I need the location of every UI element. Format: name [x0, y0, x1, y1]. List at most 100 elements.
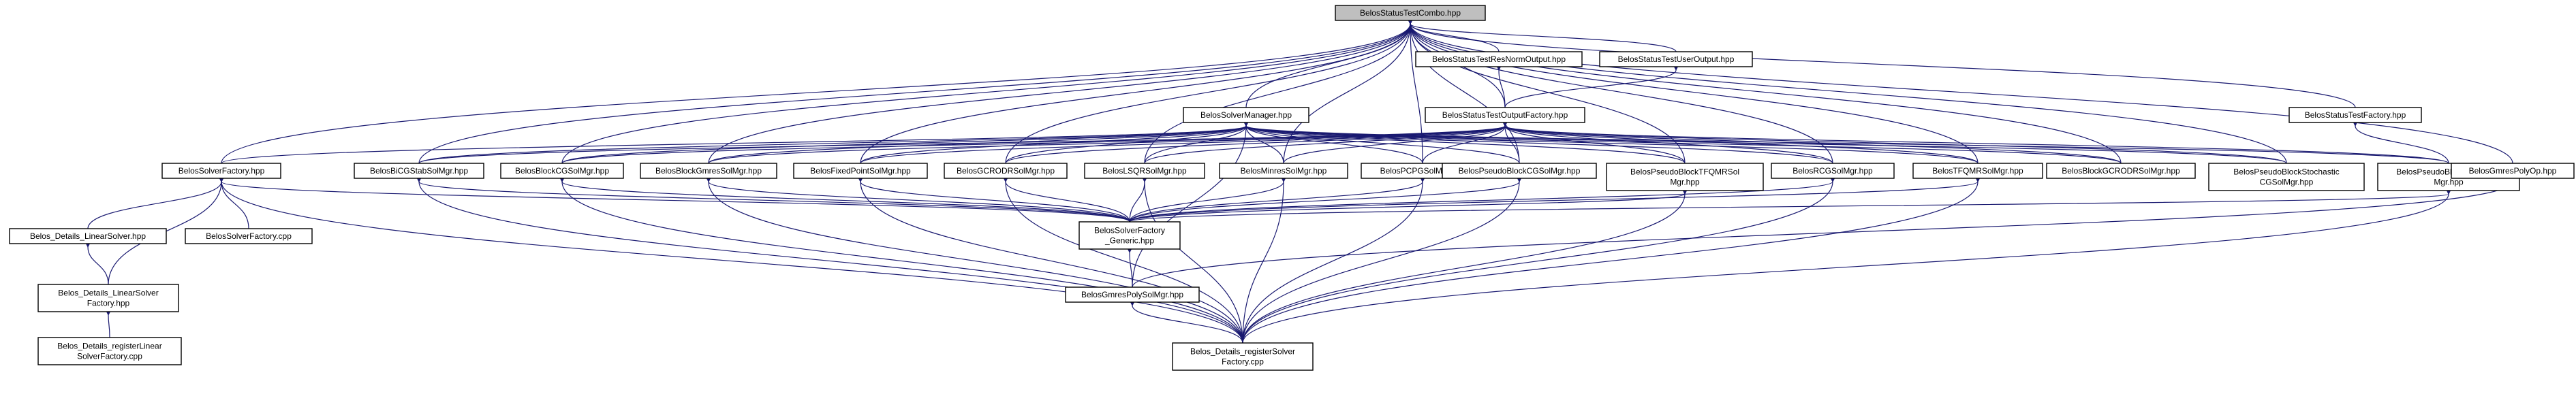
- node-resnorm[interactable]: BelosStatusTestResNormOutput.hpp: [1415, 51, 1583, 67]
- node-lsqr[interactable]: BelosLSQRSolMgr.hpp: [1084, 163, 1205, 179]
- edge-outputfactory-to-blockgcrodr: [1501, 119, 2122, 164]
- edge-root-to-blockgcrodr: [1406, 17, 2122, 164]
- node-box: [1335, 5, 1486, 21]
- node-layer: BelosStatusTestCombo.hppBelosStatusTestR…: [9, 5, 2575, 371]
- node-gmrespoly[interactable]: BelosGmresPolySolMgr.hpp: [1065, 286, 1200, 303]
- edge-gcrodr-to-registersolver: [1002, 175, 1243, 344]
- node-gmrespolyop[interactable]: BelosGmresPolyOp.hpp: [2451, 163, 2575, 179]
- node-minres[interactable]: BelosMinresSolMgr.hpp: [1219, 163, 1348, 179]
- node-label: BelosPseudoBlockTFQMRSol: [1630, 167, 1739, 177]
- node-label: BelosStatusTestResNormOutput.hpp: [1432, 54, 1566, 64]
- node-box: [1065, 286, 1200, 303]
- edge-root-to-gmrespolyop: [1406, 17, 2513, 164]
- node-box: [2208, 163, 2365, 191]
- node-outputfactory[interactable]: BelosStatusTestOutputFactory.hpp: [1425, 107, 1585, 123]
- node-gcrodr[interactable]: BelosGCRODRSolMgr.hpp: [944, 163, 1068, 179]
- node-generic[interactable]: BelosSolverFactory_Generic.hpp: [1078, 221, 1181, 250]
- node-box: [9, 228, 167, 244]
- node-stfactory[interactable]: BelosStatusTestFactory.hpp: [2288, 107, 2422, 123]
- node-label: BelosStatusTestCombo.hpp: [1360, 8, 1461, 18]
- node-box: [2451, 163, 2575, 179]
- node-blockgcrodr[interactable]: BelosBlockGCRODRSolMgr.hpp: [2046, 163, 2196, 179]
- edge-root-to-rcg: [1406, 17, 1833, 164]
- edge-pseudotfqmr-to-registersolver: [1242, 187, 1689, 344]
- node-fixedpoint[interactable]: BelosFixedPointSolMgr.hpp: [793, 163, 928, 179]
- node-blockcg[interactable]: BelosBlockCGSolMgr.hpp: [500, 163, 624, 179]
- node-root[interactable]: BelosStatusTestCombo.hpp: [1335, 5, 1486, 21]
- node-label: SolverFactory.cpp: [77, 352, 142, 361]
- node-label: BelosSolverFactory.hpp: [179, 166, 265, 176]
- edge-outputfactory-to-pseudocg: [1501, 119, 1520, 164]
- node-label: BelosStatusTestFactory.hpp: [2305, 110, 2406, 120]
- edge-root-to-stfactory: [1406, 17, 2356, 108]
- node-label: BelosFixedPointSolMgr.hpp: [810, 166, 911, 176]
- edge-root-to-pcpg: [1406, 17, 1423, 164]
- node-box: [2288, 107, 2422, 123]
- node-box: [1172, 342, 1314, 371]
- edge-generic-to-gmrespoly: [1126, 246, 1134, 288]
- node-box: [944, 163, 1068, 179]
- node-rcg[interactable]: BelosRCGSolMgr.hpp: [1771, 163, 1895, 179]
- node-label: CGSolMgr.hpp: [2260, 178, 2314, 187]
- edge-root-to-bicgstab: [418, 17, 1414, 164]
- edge-fixedpoint-to-generic: [856, 175, 1130, 223]
- edge-linearsolver-to-linsolfactory: [84, 240, 109, 285]
- edge-root-to-blockgmres: [708, 17, 1414, 164]
- edge-tfqmr-to-registersolver: [1242, 175, 1982, 344]
- node-box: [793, 163, 928, 179]
- node-solverfactorycpp[interactable]: BelosSolverFactory.cpp: [185, 228, 313, 244]
- edge-outputfactory-to-minres: [1283, 119, 1509, 164]
- node-label: BelosGmresPolySolMgr.hpp: [1081, 290, 1183, 299]
- node-useroutput[interactable]: BelosStatusTestUserOutput.hpp: [1599, 51, 1753, 67]
- edge-outputfactory-to-blockgmres: [708, 119, 1509, 164]
- node-label: BelosBlockGCRODRSolMgr.hpp: [2062, 166, 2180, 176]
- edge-outputfactory-to-pseudogmres: [1501, 118, 2449, 164]
- edge-root-to-useroutput: [1406, 17, 1677, 52]
- node-registerlinear[interactable]: Belos_Details_registerLinearSolverFactor…: [37, 337, 182, 365]
- node-label: BelosSolverManager.hpp: [1200, 110, 1292, 120]
- edge-minres-to-generic: [1129, 175, 1288, 223]
- node-linearsolver[interactable]: Belos_Details_LinearSolver.hpp: [9, 228, 167, 244]
- edge-bicgstab-to-generic: [415, 175, 1130, 223]
- node-box: [640, 163, 777, 179]
- node-tfqmr[interactable]: BelosTFQMRSolMgr.hpp: [1912, 163, 2043, 179]
- node-box: [500, 163, 624, 179]
- node-box: [1599, 51, 1753, 67]
- edge-lsqr-to-generic: [1129, 175, 1149, 223]
- node-label: BelosBiCGStabSolMgr.hpp: [370, 166, 468, 176]
- edge-root-to-gcrodr: [1005, 17, 1414, 164]
- node-label: Belos_Details_registerLinear: [57, 342, 161, 351]
- edge-solvermanager-to-pseudostoch: [1242, 118, 2287, 164]
- node-label: BelosGmresPolyOp.hpp: [2469, 166, 2557, 176]
- node-pseudocg[interactable]: BelosPseudoBlockCGSolMgr.hpp: [1442, 163, 1597, 179]
- edge-pcpg-to-registersolver: [1242, 175, 1427, 344]
- node-label: BelosBlockCGSolMgr.hpp: [515, 166, 609, 176]
- edge-solvermanager-to-gcrodr: [1005, 119, 1250, 164]
- edge-solvermanager-to-blockcg: [561, 119, 1250, 164]
- edge-fixedpoint-to-registersolver: [856, 175, 1243, 344]
- edge-outputfactory-to-tfqmr: [1501, 119, 1978, 164]
- node-label: BelosTFQMRSolMgr.hpp: [1932, 166, 2023, 176]
- edge-solverfactory-to-linearsolver: [87, 175, 226, 229]
- edge-solverfactory-to-solverfactorycpp: [217, 175, 249, 229]
- edge-outputfactory-to-lsqr: [1144, 119, 1509, 164]
- edge-gmrespoly-to-registersolver: [1128, 299, 1243, 344]
- node-label: BelosPseudoBlockStochastic: [2233, 167, 2339, 177]
- node-label: BelosStatusTestOutputFactory.hpp: [1442, 110, 1568, 120]
- node-solverfactory[interactable]: BelosSolverFactory.hpp: [161, 163, 281, 179]
- node-label: Belos_Details_LinearSolver.hpp: [30, 231, 146, 241]
- edge-gmrespolyop-to-gmrespoly: [1132, 175, 2517, 288]
- node-label: BelosLSQRSolMgr.hpp: [1102, 166, 1187, 176]
- node-box: [1078, 221, 1181, 250]
- node-solvermanager[interactable]: BelosSolverManager.hpp: [1183, 107, 1309, 123]
- node-blockgmres[interactable]: BelosBlockGmresSolMgr.hpp: [640, 163, 777, 179]
- edge-root-to-blockcg: [561, 17, 1414, 164]
- node-bicgstab[interactable]: BelosBiCGStabSolMgr.hpp: [354, 163, 484, 179]
- node-box: [1606, 163, 1764, 191]
- node-box: [354, 163, 484, 179]
